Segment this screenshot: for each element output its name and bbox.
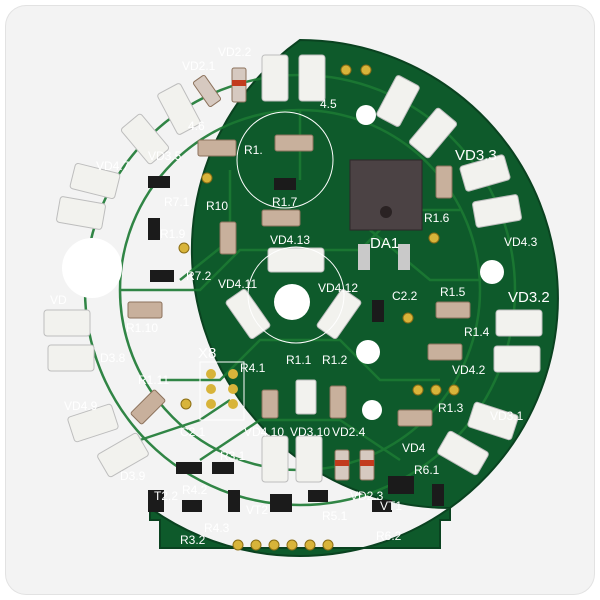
label-r6-1: R6.1 bbox=[414, 463, 440, 477]
label-vt2: VT2 bbox=[246, 503, 268, 517]
label-vd2-4: VD2.4 bbox=[332, 425, 366, 439]
label-r6-2: R6.2 bbox=[376, 529, 402, 543]
label-r5-1: R5.1 bbox=[322, 509, 348, 523]
label-r1-9: R1.9 bbox=[160, 227, 186, 241]
label-r4-3: R4.3 bbox=[204, 521, 230, 535]
label-vd4-3: VD4.3 bbox=[504, 235, 538, 249]
label-r1-7: R1.7 bbox=[272, 195, 298, 209]
label-vd4-10: VD4.10 bbox=[244, 425, 284, 439]
label-r3-2: R3.2 bbox=[180, 533, 206, 547]
label-r4-1: R4.1 bbox=[240, 361, 266, 375]
silkscreen-labels: X8 DA1 VD2.1 VD2.2 4.5 VD3.5 4.6 VD4.7 V… bbox=[50, 45, 550, 547]
silkscreen-outlines bbox=[236, 111, 345, 344]
led-group-center bbox=[225, 247, 362, 340]
label-vt1: VT1 bbox=[380, 499, 402, 513]
label-vd2-2: VD2.2 bbox=[218, 45, 252, 59]
smd-parts-black bbox=[148, 176, 444, 512]
label-r1-5: R1.5 bbox=[440, 285, 466, 299]
label-vd4-11: VD4.11 bbox=[218, 277, 257, 291]
label-r1-4: R1.4 bbox=[464, 325, 490, 339]
label-vd-left: VD bbox=[50, 293, 67, 307]
label-vd3-9: D3.9 bbox=[120, 469, 146, 483]
label-vd4-a: VD4 bbox=[402, 441, 426, 455]
label-vd4-6: 4.6 bbox=[188, 119, 205, 133]
regulator-ic bbox=[349, 159, 423, 270]
regulator-label: DA1 bbox=[370, 235, 399, 252]
passive-components bbox=[127, 67, 471, 481]
label-r1-1: R1.1 bbox=[286, 353, 312, 367]
label-r1-dot: R1. bbox=[244, 143, 263, 157]
label-r1-3: R1.3 bbox=[438, 401, 464, 415]
label-c2-1: C2.1 bbox=[180, 425, 206, 439]
mounting-holes bbox=[62, 105, 504, 420]
label-vd3-2: VD3.2 bbox=[508, 289, 550, 306]
label-vd3-1: VD3.1 bbox=[490, 409, 524, 423]
label-vd2-3: VD2.3 bbox=[350, 489, 384, 503]
led-ring-top bbox=[120, 54, 458, 165]
label-r4-2: R4.2 bbox=[182, 483, 208, 497]
label-vd4-2: VD4.2 bbox=[452, 363, 486, 377]
label-r1-2: R1.2 bbox=[322, 353, 348, 367]
led-ring-left bbox=[43, 162, 149, 478]
label-vd4-5: 4.5 bbox=[320, 97, 337, 111]
label-r7-2: R7.2 bbox=[186, 269, 212, 283]
label-vd4-12: VD4.12 bbox=[318, 281, 358, 295]
label-r10: R10 bbox=[206, 199, 228, 213]
label-vd4-7: VD4.7 bbox=[96, 159, 130, 173]
label-vd4-9: VD4.9 bbox=[64, 399, 98, 413]
label-vd3-3: VD3.3 bbox=[455, 147, 497, 164]
label-c2-2: C2.2 bbox=[392, 289, 418, 303]
label-vd2-1: VD2.1 bbox=[182, 59, 216, 73]
label-t2-2: T2.2 bbox=[154, 489, 178, 503]
led-group-bottom bbox=[261, 435, 323, 483]
label-vd3-8: D3.8 bbox=[100, 351, 126, 365]
label-r1-6: R1.6 bbox=[424, 211, 450, 225]
label-r3-1: R3.1 bbox=[220, 449, 246, 463]
led-ring-right bbox=[437, 154, 543, 476]
gold-pads bbox=[178, 64, 460, 551]
label-r1-11: R1.11 bbox=[138, 373, 169, 387]
label-vd4-13: VD4.13 bbox=[270, 233, 310, 247]
label-r1-10: R1.10 bbox=[126, 321, 158, 335]
label-r7-1: R7.1 bbox=[164, 195, 190, 209]
label-vd3-10: VD3.10 bbox=[290, 425, 330, 439]
label-vd3-5: VD3.5 bbox=[148, 149, 182, 163]
connector-x8 bbox=[199, 361, 245, 421]
connector-x8-label: X8 bbox=[198, 345, 216, 362]
